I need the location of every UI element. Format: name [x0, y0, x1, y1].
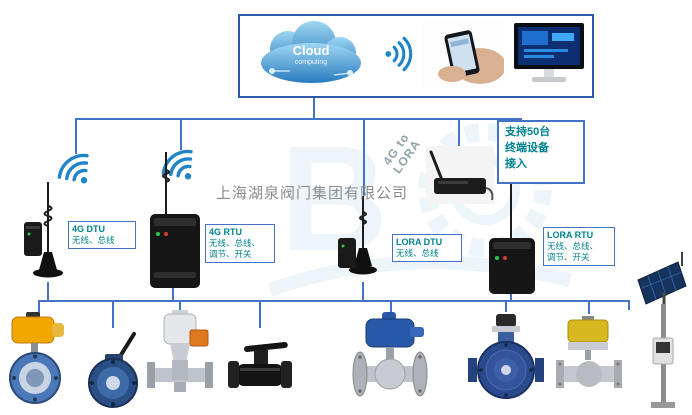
- label-lora-dtu: LORA DTU 无线、总线: [392, 234, 462, 262]
- label-desc: 无线、总线、: [547, 241, 599, 252]
- electric-ball-valve-yellow-icon: [556, 316, 622, 411]
- computer-monitor-photo: [510, 21, 588, 89]
- drop-valve-1: [38, 300, 40, 314]
- wifi-signal-icon: [48, 142, 104, 198]
- label-desc: 无线、总线: [72, 235, 115, 246]
- riser-4g-rtu: [172, 288, 174, 300]
- connector-drop-lora-dtu: [363, 118, 365, 196]
- connector-drop-wifi1: [75, 118, 77, 154]
- drop-valve-6: [505, 300, 507, 312]
- label-desc: 调节、开关: [209, 248, 252, 259]
- riser-4g-dtu: [47, 282, 49, 300]
- electric-flanged-ball-valve-icon: [348, 312, 432, 413]
- 4g-rtu-device: [146, 152, 204, 290]
- pneumatic-control-valve-icon: [146, 310, 214, 413]
- solar-power-pole-icon: [634, 252, 690, 415]
- riser-lora-rtu: [510, 294, 512, 300]
- label-4g-dtu: 4G DTU 无线、总线: [68, 221, 136, 249]
- company-watermark-text: 上海湖泉阀门集团有限公司: [216, 185, 409, 202]
- drop-valve-3: [179, 300, 181, 312]
- label-desc: 无线、总线: [396, 248, 439, 259]
- connector-drop-gateway: [458, 118, 460, 150]
- drop-valve-5: [390, 300, 392, 312]
- lora-dtu-device: [336, 196, 392, 288]
- lora-rtu-device: [486, 146, 538, 296]
- note-line2: 终端设备: [505, 141, 549, 154]
- label-title: 4G RTU: [209, 227, 243, 237]
- label-title: 4G DTU: [72, 224, 106, 234]
- note-line3: 接入: [505, 157, 527, 170]
- connector-top-bus: [75, 118, 522, 120]
- label-4g-rtu: 4G RTU 无线、总线、 调节、开关: [205, 224, 275, 263]
- wifi-signal-icon: [152, 138, 208, 194]
- manual-butterfly-valve-icon: [84, 330, 142, 413]
- drop-solar-pole: [628, 300, 630, 310]
- label-title: LORA DTU: [396, 237, 443, 247]
- electric-butterfly-valve-icon: [6, 312, 68, 413]
- label-desc: 无线、总线、: [209, 238, 261, 249]
- wifi-signal-icon: [382, 36, 418, 72]
- drop-valve-7: [588, 300, 590, 314]
- black-ball-valve-icon: [228, 330, 292, 409]
- mobile-phone-hand-photo: [422, 22, 506, 88]
- riser-lora-dtu: [362, 282, 364, 300]
- connector-drop-wifi2: [180, 118, 182, 150]
- 4g-lora-gateway-router: [426, 146, 494, 204]
- label-title: LORA RTU: [547, 230, 594, 240]
- terminal-capacity-note: 支持50台 终端设备 接入: [497, 120, 585, 184]
- label-lora-rtu: LORA RTU 无线、总线、 调节、开关: [543, 227, 615, 266]
- note-line1: 支持50台: [505, 126, 551, 138]
- cloud-label: Cloud: [292, 43, 330, 58]
- cloud-platform-panel: Cloud computing: [238, 14, 594, 98]
- svg-text:B: B: [280, 114, 388, 282]
- cloud-sublabel: computing: [294, 59, 328, 66]
- electric-flanged-valve-blue-icon: [468, 314, 544, 413]
- connector-topbox-to-bus: [313, 94, 315, 118]
- label-desc: 调节、开关: [547, 251, 590, 262]
- connector-bottom-bus: [38, 300, 630, 302]
- 4g-dtu-device: [22, 182, 82, 284]
- drop-valve-2: [112, 300, 114, 328]
- drop-valve-4: [259, 300, 261, 328]
- cloud-computing-icon: Cloud computing: [250, 19, 372, 89]
